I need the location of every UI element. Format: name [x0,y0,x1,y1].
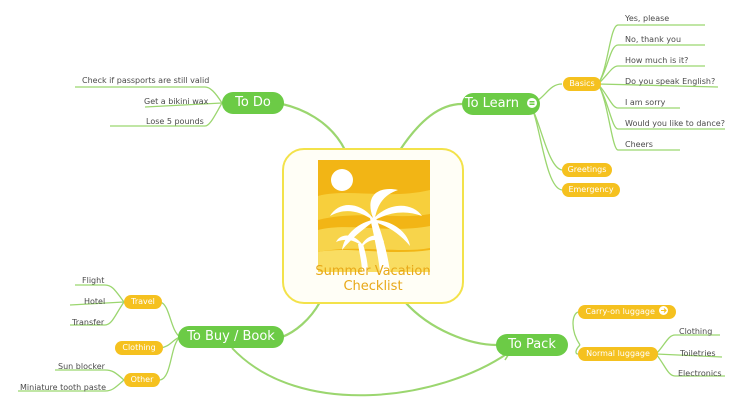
topic-to-pack[interactable]: To Pack [496,334,568,356]
topic-to-pack-label: To Pack [508,337,556,352]
leaf-cheers[interactable]: Cheers [625,140,653,149]
subtopic-other[interactable]: Other [124,373,160,387]
arrow-right-circle-icon[interactable] [659,306,669,315]
leaf-bikini-wax[interactable]: Get a bikini wax [144,97,209,106]
leaf-transfer[interactable]: Transfer [72,318,105,327]
leaf-speak-english[interactable]: Do you speak English? [625,77,716,86]
subtopic-basics[interactable]: Basics [563,77,601,91]
central-topic[interactable]: Summer Vacation Checklist [282,148,464,304]
topic-to-learn-label: To Learn [464,96,519,111]
leaf-flight[interactable]: Flight [82,276,105,285]
leaf-dance[interactable]: Would you like to dance? [625,119,725,128]
leaf-tooth-paste[interactable]: Miniature tooth paste [20,383,106,392]
leaf-no-thank-you[interactable]: No, thank you [625,35,682,44]
leaf-toiletries[interactable]: Toiletries [680,349,716,358]
leaf-how-much[interactable]: How much is it? [625,56,689,65]
subtopic-travel[interactable]: Travel [124,295,162,309]
subtopic-clothing[interactable]: Clothing [115,341,163,355]
subtopic-greetings-label: Greetings [567,165,607,174]
subtopic-emergency-label: Emergency [568,185,614,194]
topic-to-learn[interactable]: To Learn [462,93,540,115]
central-topic-title: Summer Vacation Checklist [315,264,431,294]
leaf-electronics[interactable]: Electronics [678,369,722,378]
subtopic-normal-luggage[interactable]: Normal luggage [578,347,658,361]
leaf-pack-clothing[interactable]: Clothing [679,327,713,336]
leaf-sun-blocker[interactable]: Sun blocker [58,362,105,371]
leaf-i-am-sorry[interactable]: I am sorry [625,98,666,107]
subtopic-carry-on-luggage[interactable]: Carry-on luggage [578,305,676,319]
subtopic-basics-label: Basics [569,79,595,88]
topic-to-do[interactable]: To Do [222,92,284,114]
topic-to-buy-book-label: To Buy / Book [187,329,275,344]
subtopic-emergency[interactable]: Emergency [562,183,620,197]
leaf-yes-please[interactable]: Yes, please [625,14,670,23]
palm-tree-sunset-icon [318,160,430,272]
subtopic-carry-on-label: Carry-on luggage [585,307,655,316]
subtopic-normal-luggage-label: Normal luggage [586,349,650,358]
leaf-passports[interactable]: Check if passports are still valid [82,76,210,85]
topic-to-do-label: To Do [235,95,271,110]
subtopic-other-label: Other [130,375,154,384]
topic-to-buy-book[interactable]: To Buy / Book [178,326,284,348]
notes-icon[interactable] [527,98,538,108]
leaf-lose-weight[interactable]: Lose 5 pounds [146,117,204,126]
subtopic-travel-label: Travel [131,297,155,306]
leaf-hotel[interactable]: Hotel [84,297,106,306]
subtopic-greetings[interactable]: Greetings [562,163,612,177]
subtopic-clothing-label: Clothing [122,343,156,352]
